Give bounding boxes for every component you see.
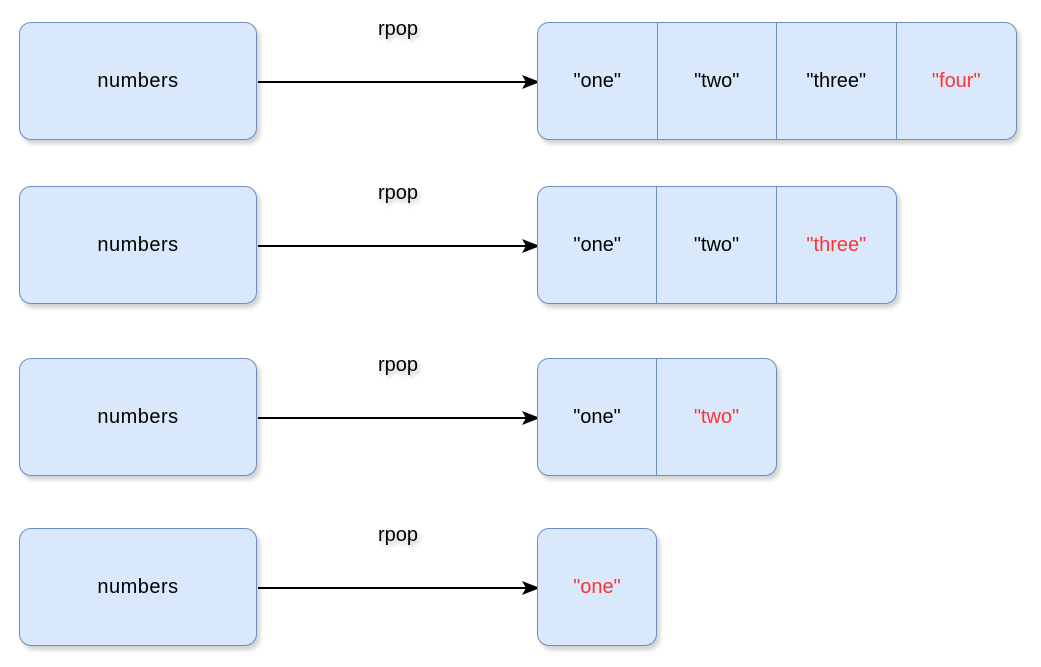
diagram-row: numbers rpop "one" "two" "three" <box>0 182 1041 310</box>
key-label: numbers <box>97 405 179 428</box>
diagram-row: numbers rpop "one" "two" "three" "four" <box>0 18 1041 146</box>
popped-list-item: "four" <box>931 69 981 92</box>
command-label: rpop <box>377 18 419 40</box>
list-box: "one" "two" "three" "four" <box>537 22 1017 140</box>
arrow-icon <box>258 75 540 89</box>
arrow-icon <box>258 239 540 253</box>
command-label: rpop <box>377 182 419 204</box>
diagram-row: numbers rpop "one" <box>0 524 1041 652</box>
popped-list-item: "three" <box>806 233 867 256</box>
key-box: numbers <box>19 528 257 646</box>
key-label: numbers <box>97 69 179 92</box>
command-label: rpop <box>377 524 419 546</box>
popped-list-item: "two" <box>693 405 740 428</box>
list-box: "one" "two" <box>537 358 777 476</box>
list-item: "one" <box>538 23 658 139</box>
key-label: numbers <box>97 233 179 256</box>
list-item: "one" <box>538 359 657 475</box>
key-label: numbers <box>97 575 179 598</box>
list-item: "two" <box>657 187 777 303</box>
arrow-icon <box>258 581 540 595</box>
key-box: numbers <box>19 22 257 140</box>
list-item: "one" <box>538 187 658 303</box>
list-item: "three" <box>777 23 897 139</box>
diagram-row: numbers rpop "one" "two" <box>0 354 1041 482</box>
command-label: rpop <box>377 354 419 376</box>
arrow-icon <box>258 411 540 425</box>
key-box: numbers <box>19 358 257 476</box>
list-item: "two" <box>658 23 777 139</box>
list-box: "one" <box>537 528 657 646</box>
list-box: "one" "two" "three" <box>537 186 897 304</box>
key-box: numbers <box>19 186 257 304</box>
popped-list-item: "one" <box>573 575 621 598</box>
